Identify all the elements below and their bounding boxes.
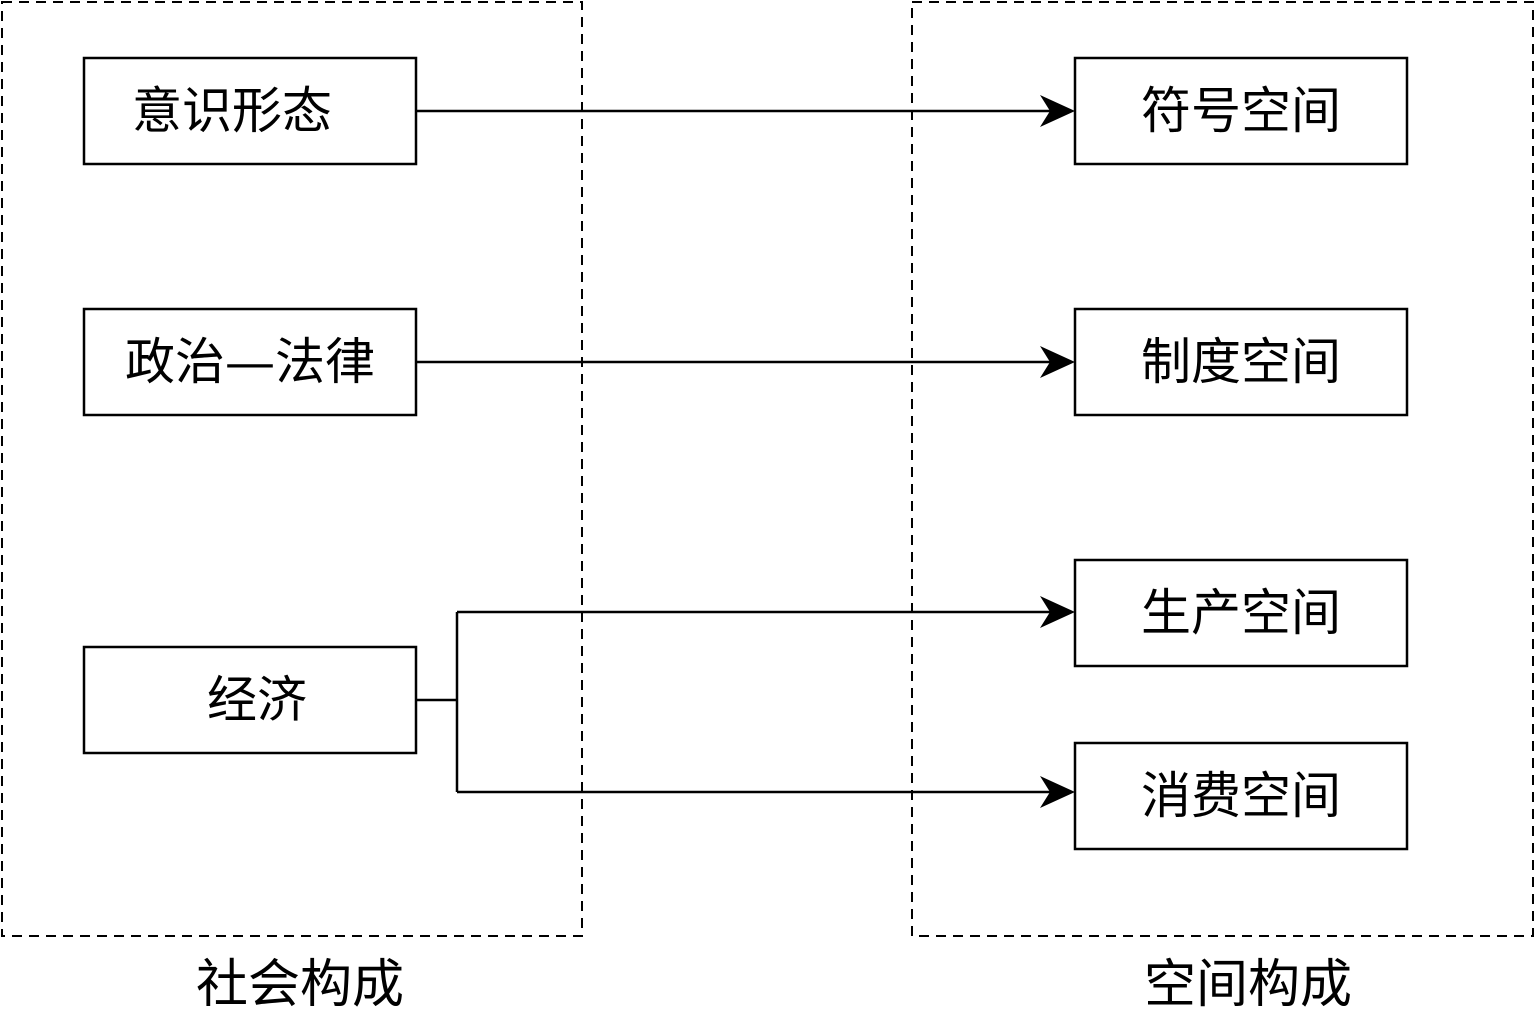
spatial-node-institutional-space: 制度空间 xyxy=(1073,307,1409,417)
node-box xyxy=(82,307,418,417)
social-node-politics-law: 政治—法律 xyxy=(82,307,418,417)
node-label: 意识形态 xyxy=(132,82,332,140)
node-label: 政治—法律 xyxy=(125,333,375,391)
node-label: 制度空间 xyxy=(1141,333,1341,391)
node-box xyxy=(1073,741,1409,851)
node-label: 经济 xyxy=(207,671,307,729)
node-box xyxy=(1073,558,1409,668)
arrowhead-institutional-space xyxy=(1040,346,1075,378)
node-label: 消费空间 xyxy=(1141,767,1341,825)
edges xyxy=(416,95,1075,808)
spatial-group-frame xyxy=(911,1,1534,937)
arrowhead-production-space xyxy=(1040,596,1075,628)
spatial-group-label: 空间构成 xyxy=(1144,955,1352,1015)
arrowhead-consumption-space xyxy=(1040,776,1075,808)
social-group-frame xyxy=(1,1,583,937)
social-node-economy: 经济 xyxy=(82,645,418,755)
node-label: 符号空间 xyxy=(1141,82,1341,140)
node-box xyxy=(1073,307,1409,417)
social-node-ideology: 意识形态 xyxy=(82,56,418,166)
spatial-node-consumption-space: 消费空间 xyxy=(1073,741,1409,851)
social-group-label: 社会构成 xyxy=(196,955,404,1015)
arrowhead-symbolic-space xyxy=(1040,95,1075,127)
node-label: 生产空间 xyxy=(1141,584,1341,642)
spatial-node-production-space: 生产空间 xyxy=(1073,558,1409,668)
node-box xyxy=(1073,56,1409,166)
node-box xyxy=(82,645,418,755)
node-box xyxy=(82,56,418,166)
spatial-node-symbolic-space: 符号空间 xyxy=(1073,56,1409,166)
